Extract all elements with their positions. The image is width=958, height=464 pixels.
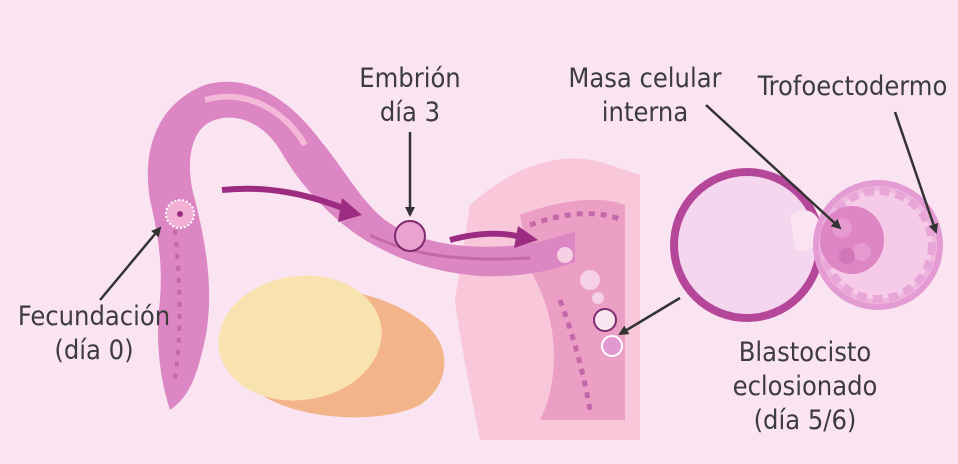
uterus-tissue — [455, 158, 640, 440]
fertilization-label-line2: (día 0) — [4, 334, 184, 368]
fertilized-egg — [166, 200, 194, 228]
ovary — [210, 265, 444, 417]
embryo-day3-label: Embrión día 3 — [350, 62, 470, 130]
fertilization-label: Fecundación (día 0) — [4, 300, 184, 368]
hatched-blastocyst — [674, 172, 940, 318]
hatched-blastocyst-label-line1: Blastocisto — [715, 336, 895, 370]
hatched-blastocyst-label: Blastocisto eclosionado (día 5/6) — [715, 336, 895, 438]
trophectoderm-label: Trofoectodermo — [750, 70, 955, 104]
embryo-day3-label-line1: Embrión — [350, 62, 470, 96]
fertilization-label-line1: Fecundación — [4, 300, 184, 334]
inner-cell-mass-label-line1: Masa celular — [555, 62, 735, 96]
hatched-blastocyst-label-line2: eclosionado — [715, 370, 895, 404]
embryo-day3-label-line2: día 3 — [350, 96, 470, 130]
day3-embryo — [395, 221, 425, 251]
hatched-blastocyst-label-line3: (día 5/6) — [715, 404, 895, 438]
inner-cell-mass-label: Masa celular interna — [555, 62, 735, 130]
trophectoderm-label-text: Trofoectodermo — [750, 70, 955, 104]
inner-cell-mass-label-line2: interna — [555, 96, 735, 130]
